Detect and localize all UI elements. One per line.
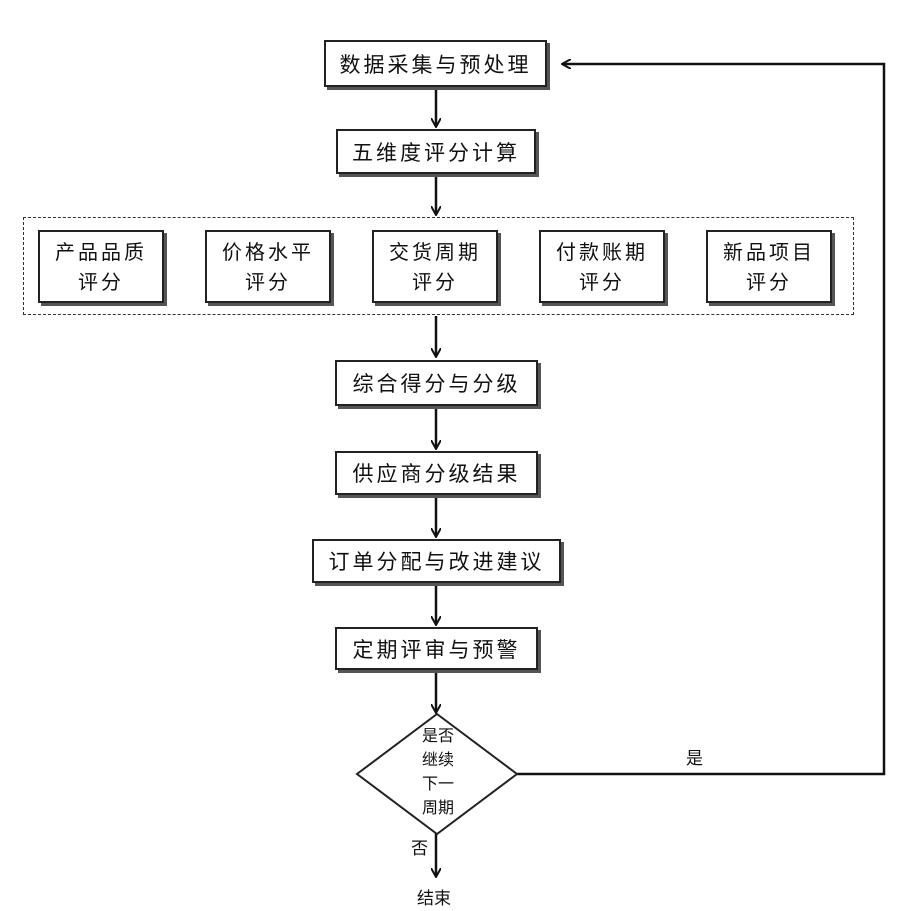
score-label-line2: 评分 xyxy=(746,267,792,297)
score-new-product-projects: 新品项目 评分 xyxy=(706,230,832,303)
decision-line: 是否 xyxy=(388,724,488,748)
score-label-line1: 价格水平 xyxy=(222,237,314,267)
score-label-line2: 评分 xyxy=(78,267,124,297)
score-label-line1: 付款账期 xyxy=(556,237,648,267)
score-product-quality: 产品品质 评分 xyxy=(38,230,164,303)
step-periodic-review: 定期评审与预警 xyxy=(335,627,538,670)
score-label-line1: 交货周期 xyxy=(389,237,481,267)
step-data-collection: 数据采集与预处理 xyxy=(324,40,547,87)
score-payment-terms: 付款账期 评分 xyxy=(539,230,665,303)
end-label: 结束 xyxy=(417,884,451,909)
no-branch-label: 否 xyxy=(411,834,428,859)
score-label-line1: 新品项目 xyxy=(723,237,815,267)
step-five-dimension-scoring: 五维度评分计算 xyxy=(336,129,536,174)
score-label-line1: 产品品质 xyxy=(55,237,147,267)
step-supplier-grading-result: 供应商分级结果 xyxy=(335,451,538,495)
yes-branch-label: 是 xyxy=(686,744,703,769)
decision-line: 周期 xyxy=(388,796,488,820)
loop-back-arrow xyxy=(517,64,884,774)
score-price-level: 价格水平 评分 xyxy=(205,230,331,303)
score-label-line2: 评分 xyxy=(245,267,291,297)
score-delivery-cycle: 交货周期 评分 xyxy=(372,230,498,303)
decision-line: 继续 xyxy=(388,748,488,772)
decision-label: 是否 继续 下一 周期 xyxy=(388,724,488,820)
score-label-line2: 评分 xyxy=(412,267,458,297)
decision-line: 下一 xyxy=(388,772,488,796)
step-composite-grading: 综合得分与分级 xyxy=(335,360,538,406)
score-label-line2: 评分 xyxy=(579,267,625,297)
step-order-allocation: 订单分配与改进建议 xyxy=(312,539,561,583)
